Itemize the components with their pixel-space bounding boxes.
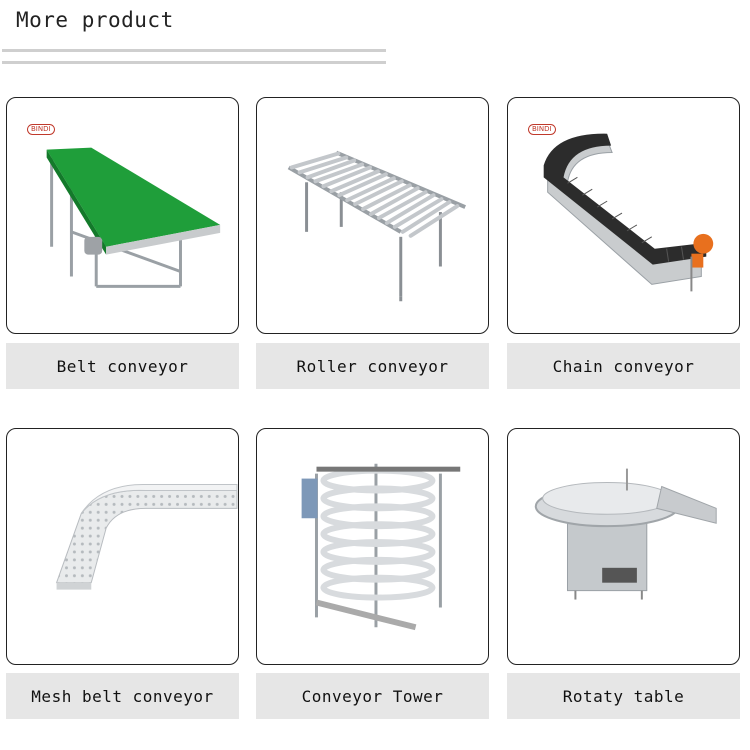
brand-logo: BINDI (528, 124, 556, 135)
product-caption-roller-conveyor[interactable]: Roller conveyor (256, 343, 489, 389)
product-card-belt-conveyor[interactable]: BINDI (6, 97, 239, 334)
product-card-mesh-belt-conveyor[interactable] (6, 428, 239, 665)
page-title: More product (16, 8, 174, 32)
belt-conveyor-image (46, 147, 221, 288)
product-caption-chain-conveyor[interactable]: Chain conveyor (507, 343, 740, 389)
chain-conveyor-image (543, 133, 714, 292)
product-card-rotary-table[interactable] (507, 428, 740, 665)
product-card-conveyor-tower[interactable] (256, 428, 489, 665)
product-card-roller-conveyor[interactable] (256, 97, 489, 334)
product-caption-belt-conveyor[interactable]: Belt conveyor (6, 343, 239, 389)
rotary-table-image (534, 468, 717, 600)
product-caption-rotary-table[interactable]: Rotaty table (507, 673, 740, 719)
conveyor-tower-image (301, 463, 461, 631)
product-caption-conveyor-tower[interactable]: Conveyor Tower (256, 673, 489, 719)
title-divider-bottom (2, 61, 386, 64)
title-divider-top (2, 49, 386, 52)
product-card-chain-conveyor[interactable]: BINDI (507, 97, 740, 334)
brand-logo: BINDI (27, 124, 55, 135)
mesh-belt-conveyor-image (55, 484, 238, 590)
roller-conveyor-image (287, 150, 466, 302)
product-caption-mesh-belt-conveyor[interactable]: Mesh belt conveyor (6, 673, 239, 719)
